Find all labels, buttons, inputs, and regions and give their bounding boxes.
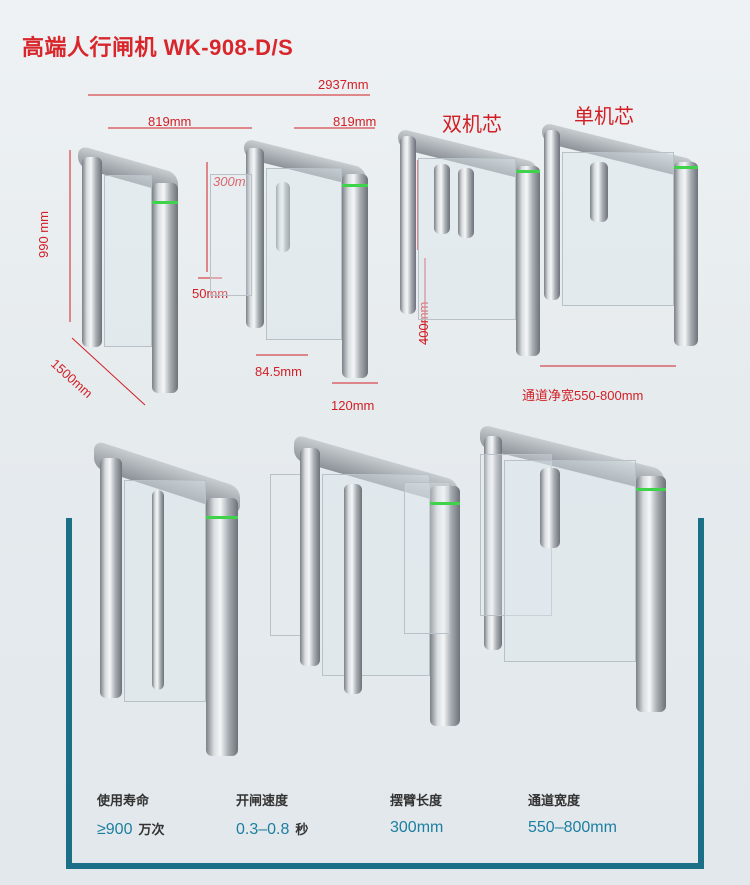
spec-open-speed-label: 开闸速度 [236, 793, 289, 808]
dim-width-left: 819mm [148, 114, 192, 129]
spec-arm-length-label: 摆臂长度 [390, 793, 443, 808]
gate-single-bottom [480, 424, 668, 716]
gate-open-top [210, 138, 370, 383]
dim-flap-height: 300mm [213, 174, 257, 189]
spec-channel-width-value: 550–800mm [528, 819, 617, 836]
gate-closed-bottom [94, 440, 244, 760]
gate-open-bottom [270, 434, 462, 730]
dim-width-right: 819mm [333, 114, 377, 129]
gate-closed-top [78, 145, 180, 403]
spec-lifetime-value-row: ≥900 万次 [97, 819, 247, 839]
spec-open-speed: 开闸速度 0.3–0.8 秒 [236, 790, 386, 839]
dim-pillar-gap: 84.5mm [255, 364, 302, 379]
spec-open-speed-value-row: 0.3–0.8 秒 [236, 819, 386, 839]
dim-overall-width: 2937mm [318, 77, 369, 92]
specs-frame [66, 518, 704, 869]
spec-lifetime: 使用寿命 ≥900 万次 [97, 790, 247, 839]
spec-open-speed-unit: 秒 [295, 822, 309, 837]
dim-pillar-width: 120mm [331, 398, 375, 413]
dim-channel-width: 通道净宽550-800mm [522, 388, 644, 403]
spec-arm-length-value: 300mm [390, 819, 444, 836]
label-dual-core: 双机芯 [442, 114, 502, 136]
gate-single-core-top [540, 122, 700, 350]
dim-height: 990 mm [36, 211, 51, 258]
label-single-core: 单机芯 [574, 106, 634, 128]
spec-arm-length: 摆臂长度 300mm [390, 790, 540, 837]
spec-open-speed-value: 0.3–0.8 [236, 821, 290, 838]
spec-channel-width: 通道宽度 550–800mm [528, 790, 678, 837]
spec-lifetime-value: ≥900 [97, 821, 133, 838]
spec-channel-width-label: 通道宽度 [528, 793, 581, 808]
spec-lifetime-unit: 万次 [138, 822, 165, 837]
spec-lifetime-label: 使用寿命 [97, 793, 150, 808]
gate-dual-core-top [396, 128, 542, 360]
page-title: 高端人行闸机 WK-908-D/S [22, 35, 294, 60]
